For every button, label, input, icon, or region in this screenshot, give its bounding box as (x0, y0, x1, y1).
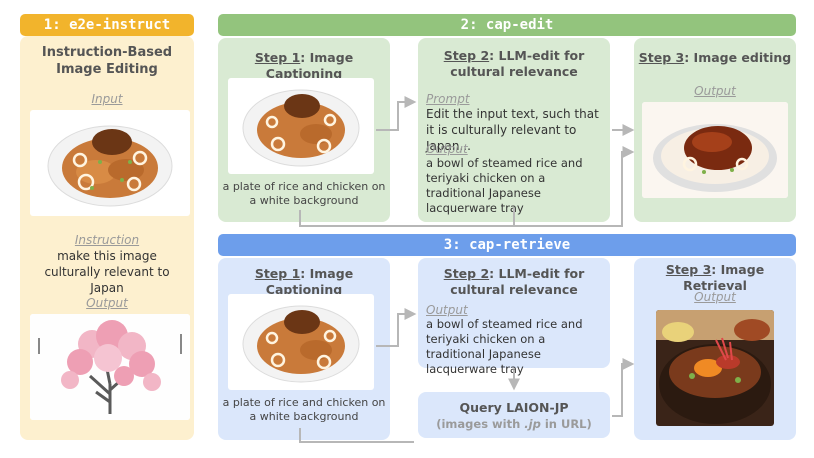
arrow-cap-retrieve-caption-query (299, 428, 414, 443)
cap-edit-step2-panel (418, 38, 610, 222)
instruction-text: make this image culturally relevant to J… (44, 249, 170, 295)
input-image (30, 110, 190, 216)
cap-retrieve-header: 3: cap-retrieve (218, 234, 796, 256)
cap-edit-header: 2: cap-edit (218, 14, 796, 36)
cap-retrieve-output-label: Output (426, 303, 468, 317)
cap-edit-step3-output-label: Output (694, 84, 736, 98)
cap-edit-output-label: Output (426, 142, 468, 156)
cap-retrieve-step3-title: Step 3: Image Retrieval (665, 262, 765, 293)
prompt-text: Edit the input text, such that it is cul… (426, 107, 599, 153)
query-laion-subtitle: (images with .jp in URL) (436, 417, 592, 431)
teriyaki-chicken-image (642, 102, 788, 198)
rice-chicken-plate-image (242, 305, 360, 383)
rice-chicken-plate-image (242, 89, 360, 167)
cap-retrieve-output-text: a bowl of steamed rice and teriyaki chic… (426, 317, 583, 376)
arrow-cap-edit-2-3 (513, 130, 632, 226)
e2e-instruct-title: Instruction-Based Image Editing (41, 45, 173, 77)
query-laion-panel (418, 392, 610, 438)
cap-edit-step2-title: Step 2: LLM-edit for cultural relevance (443, 48, 585, 79)
cap-retrieve-step1-caption: a plate of rice and chicken on a white b… (222, 396, 386, 423)
cap-retrieve-step2-title: Step 2: LLM-edit for cultural relevance (443, 266, 585, 297)
cap-edit-step1-caption: a plate of rice and chicken on a white b… (222, 180, 386, 207)
e2e-instruct-header: 1: e2e-instruct (20, 14, 194, 36)
output-image-col1 (30, 314, 190, 420)
cap-retrieve-step3-image (656, 310, 774, 426)
input-label: Input (91, 92, 123, 106)
arrow-cap-edit-caption-3 (299, 146, 635, 227)
cap-retrieve-step1-image (228, 294, 374, 390)
cap-retrieve-step2-panel (418, 258, 610, 368)
query-laion-title: Query LAION-JP (459, 400, 569, 415)
output-label-col1: Output (86, 296, 128, 310)
prompt-label: Prompt (426, 92, 470, 106)
donburi-bowl-image (656, 310, 774, 426)
cap-retrieve-step3-output-label: Output (694, 290, 736, 304)
cap-edit-step3-image (642, 102, 788, 198)
cap-retrieve-step1-title: Step 1: Image Captioning (254, 266, 354, 297)
arrow-query-step3 (612, 358, 635, 417)
arrow-cap-retrieve-1-2 (376, 308, 417, 347)
cap-edit-step3-title: Step 3: Image editing (638, 50, 792, 65)
cherry-blossom-tree-image (30, 314, 190, 420)
rice-chicken-plate-image (47, 125, 173, 207)
arrow-cap-edit-1-2 (376, 96, 417, 131)
cap-edit-output-text: a bowl of steamed rice and teriyaki chic… (426, 156, 583, 215)
instruction-label: Instruction (74, 233, 140, 247)
cap-edit-step1-title: Step 1: Image Captioning (254, 50, 354, 81)
cap-edit-step1-image (228, 78, 374, 174)
